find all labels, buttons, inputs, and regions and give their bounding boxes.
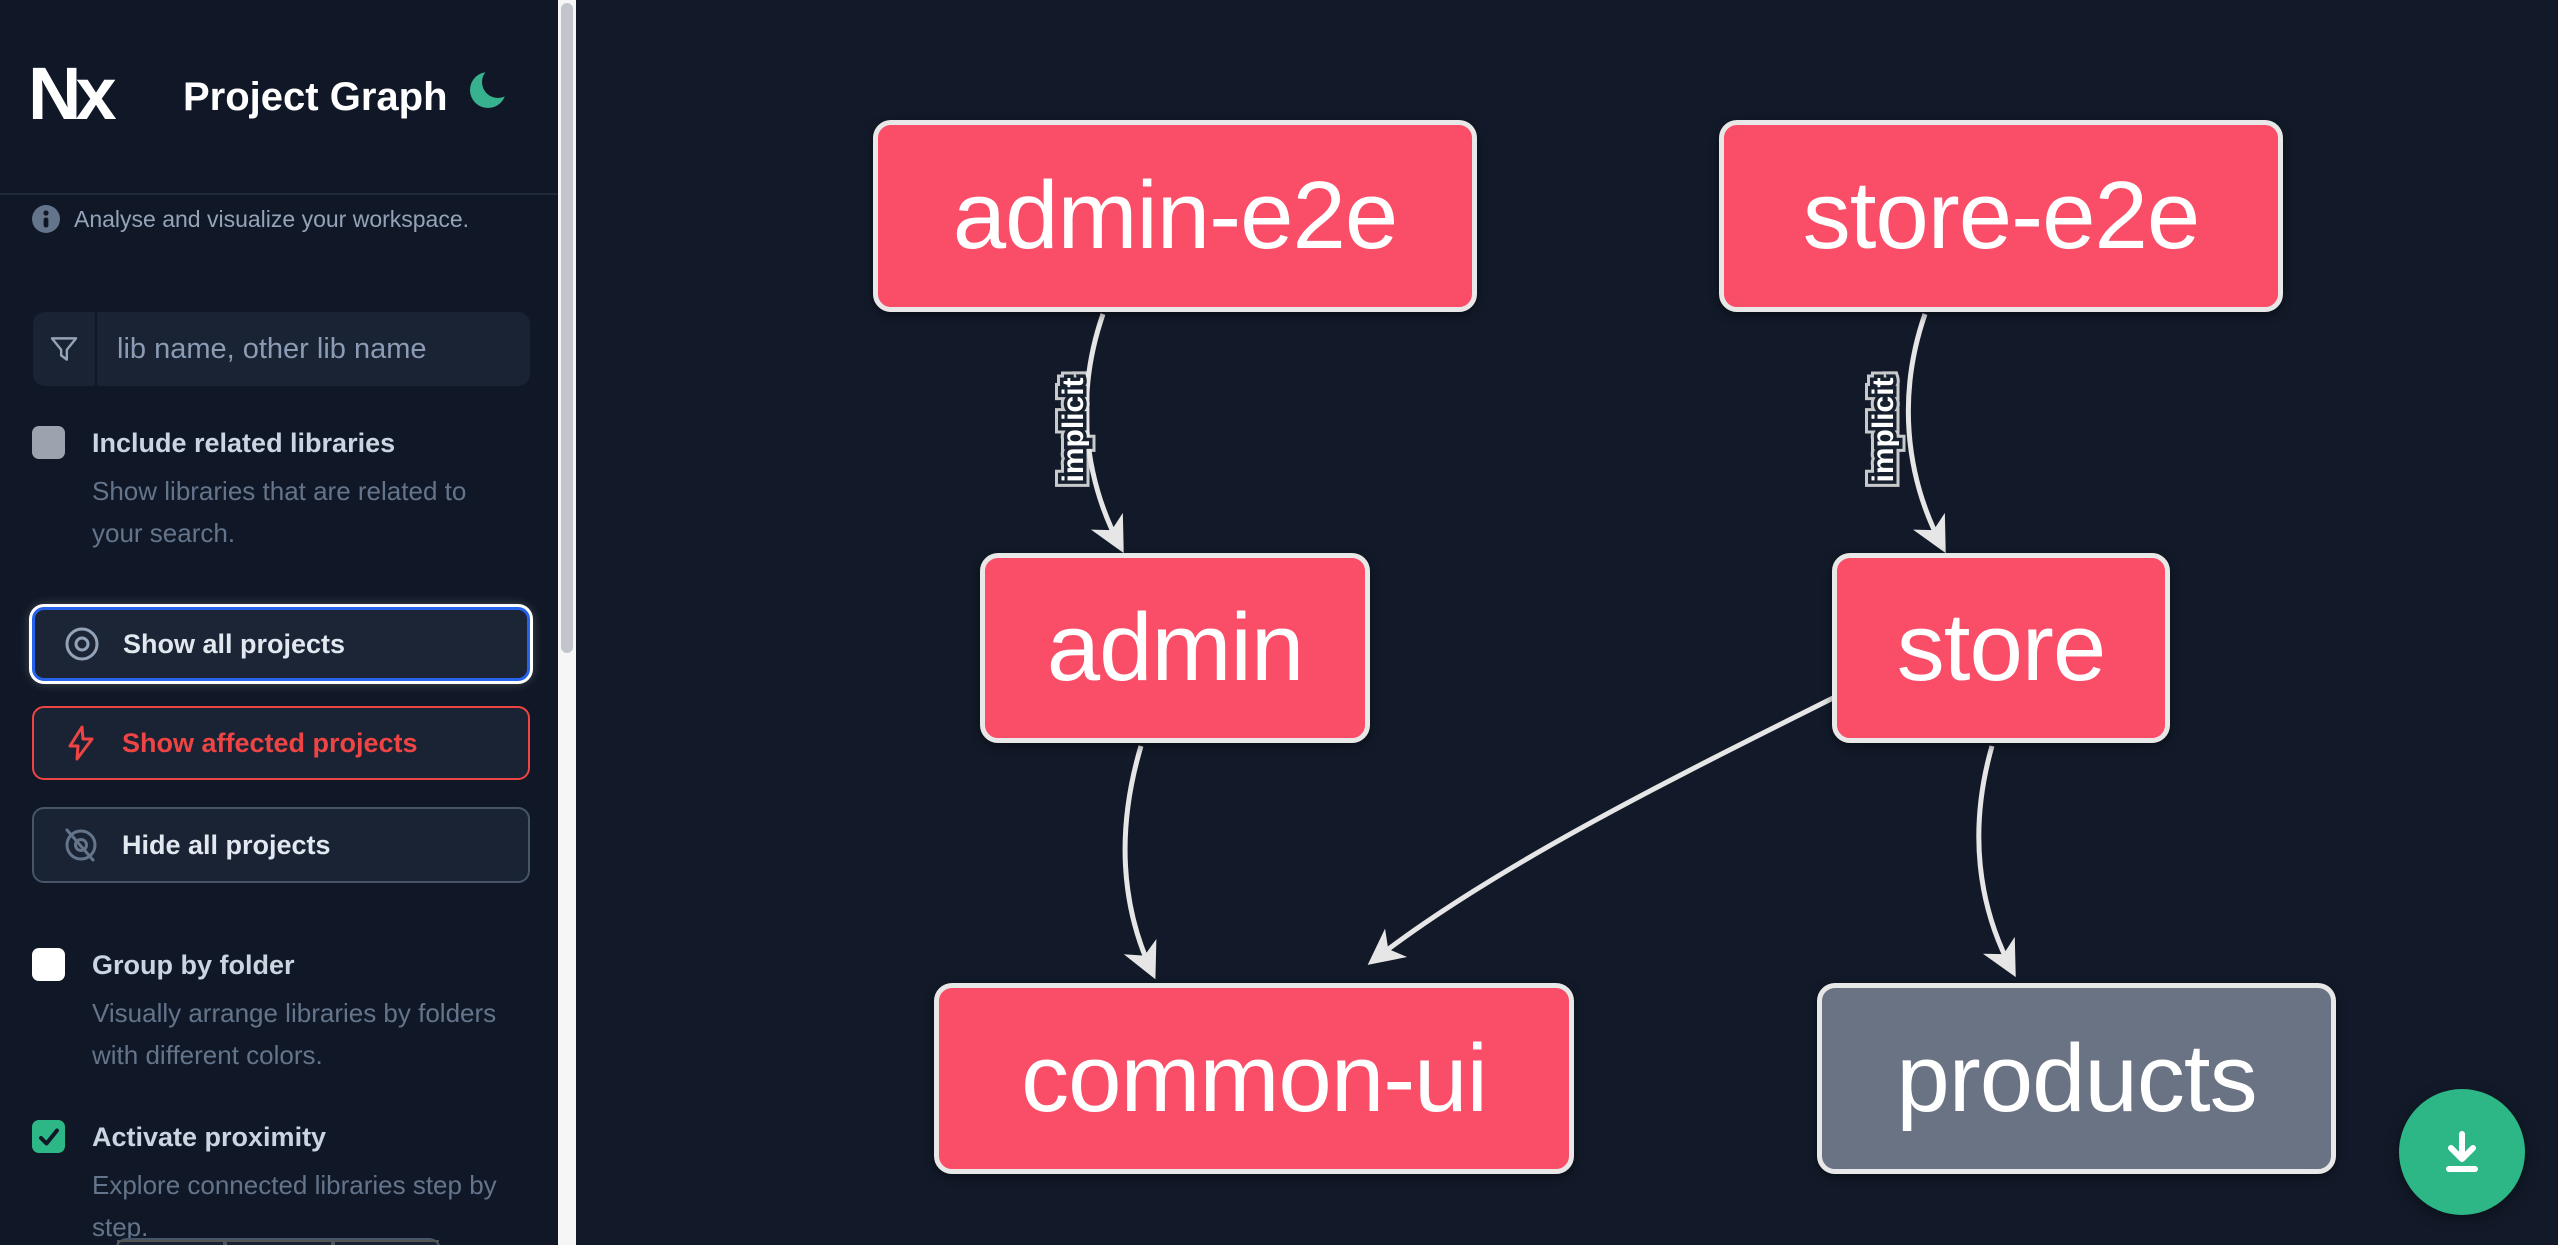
sidebar-scrollbar-thumb[interactable]	[561, 3, 573, 653]
svg-text:implicit: implicit	[1867, 377, 1900, 482]
include-related-label[interactable]: Include related libraries	[92, 428, 396, 458]
activate-proximity-label[interactable]: Activate proximity	[92, 1122, 327, 1152]
group-by-folder-checkbox[interactable]	[32, 948, 65, 981]
group-by-folder-label[interactable]: Group by folder	[92, 950, 295, 980]
search-icon-cell	[33, 312, 97, 386]
activate-proximity-checkbox[interactable]	[32, 1120, 65, 1153]
edge-store-e2e-store	[1905, 313, 1946, 554]
graph-node-common-ui[interactable]: common-ui	[934, 983, 1574, 1174]
show-all-projects-button[interactable]: Show all projects	[32, 607, 530, 681]
graph-node-admin-e2e[interactable]: admin-e2e	[873, 120, 1477, 312]
include-related-description: Show libraries that are related to your …	[92, 476, 467, 549]
sidebar: Nx Project Graph Analyse and visualize y…	[0, 0, 558, 1245]
show-affected-projects-label: Show affected projects	[122, 727, 418, 758]
edge-store-common-ui	[1367, 695, 1835, 965]
graph-node-products[interactable]: products	[1817, 983, 2336, 1174]
moon-icon	[470, 66, 514, 108]
page-title: Project Graph	[183, 75, 448, 119]
check-icon	[38, 1128, 59, 1145]
workspace-info-text: Analyse and visualize your workspace.	[74, 205, 470, 232]
graph-node-store[interactable]: store	[1832, 553, 2170, 743]
sidebar-scrollbar-track[interactable]	[558, 0, 576, 1245]
info-icon	[32, 205, 60, 233]
header-divider	[0, 193, 558, 195]
graph-node-store-e2e[interactable]: store-e2e	[1719, 120, 2283, 312]
edge-admin-common-ui	[1122, 745, 1157, 980]
search-input[interactable]	[97, 312, 530, 386]
activate-proximity-description: Explore connected libraries step by step…	[92, 1170, 497, 1243]
group-by-folder-description: Visually arrange libraries by folders wi…	[92, 998, 497, 1071]
edge-label-implicit-2: implicit implicit	[1861, 371, 1907, 489]
svg-text:implicit: implicit	[1867, 377, 1900, 482]
nx-logo: Nx	[28, 52, 117, 135]
hide-all-projects-button[interactable]: Hide all projects	[32, 807, 530, 883]
proximity-increment-button[interactable]	[333, 1240, 439, 1245]
theme-toggle-button[interactable]	[462, 60, 518, 116]
proximity-decrement-button[interactable]	[117, 1240, 225, 1245]
download-icon	[2446, 1131, 2478, 1172]
proximity-value-display[interactable]	[225, 1240, 333, 1245]
show-affected-projects-button[interactable]: Show affected projects	[32, 706, 530, 780]
filter-funnel-icon	[50, 337, 78, 361]
eye-off-icon	[65, 828, 97, 862]
proximity-depth-control	[115, 1238, 441, 1245]
search-box	[33, 312, 530, 386]
workspace-info: Analyse and visualize your workspace.	[32, 205, 532, 233]
bolt-icon	[68, 725, 94, 761]
graph-node-admin[interactable]: admin	[980, 553, 1370, 743]
show-all-projects-label: Show all projects	[123, 628, 346, 659]
edge-label-implicit-1: implicit implicit	[1051, 371, 1097, 489]
svg-text:implicit: implicit	[1057, 377, 1090, 482]
download-image-button[interactable]	[2399, 1089, 2525, 1215]
sidebar-header: Nx Project Graph	[0, 0, 558, 193]
hide-all-projects-label: Hide all projects	[122, 829, 331, 860]
svg-text:implicit: implicit	[1057, 377, 1090, 482]
edge-store-products	[1976, 745, 2016, 978]
edge-admin-e2e-admin	[1083, 313, 1124, 554]
eye-icon	[65, 627, 99, 661]
include-related-checkbox[interactable]	[32, 426, 65, 459]
